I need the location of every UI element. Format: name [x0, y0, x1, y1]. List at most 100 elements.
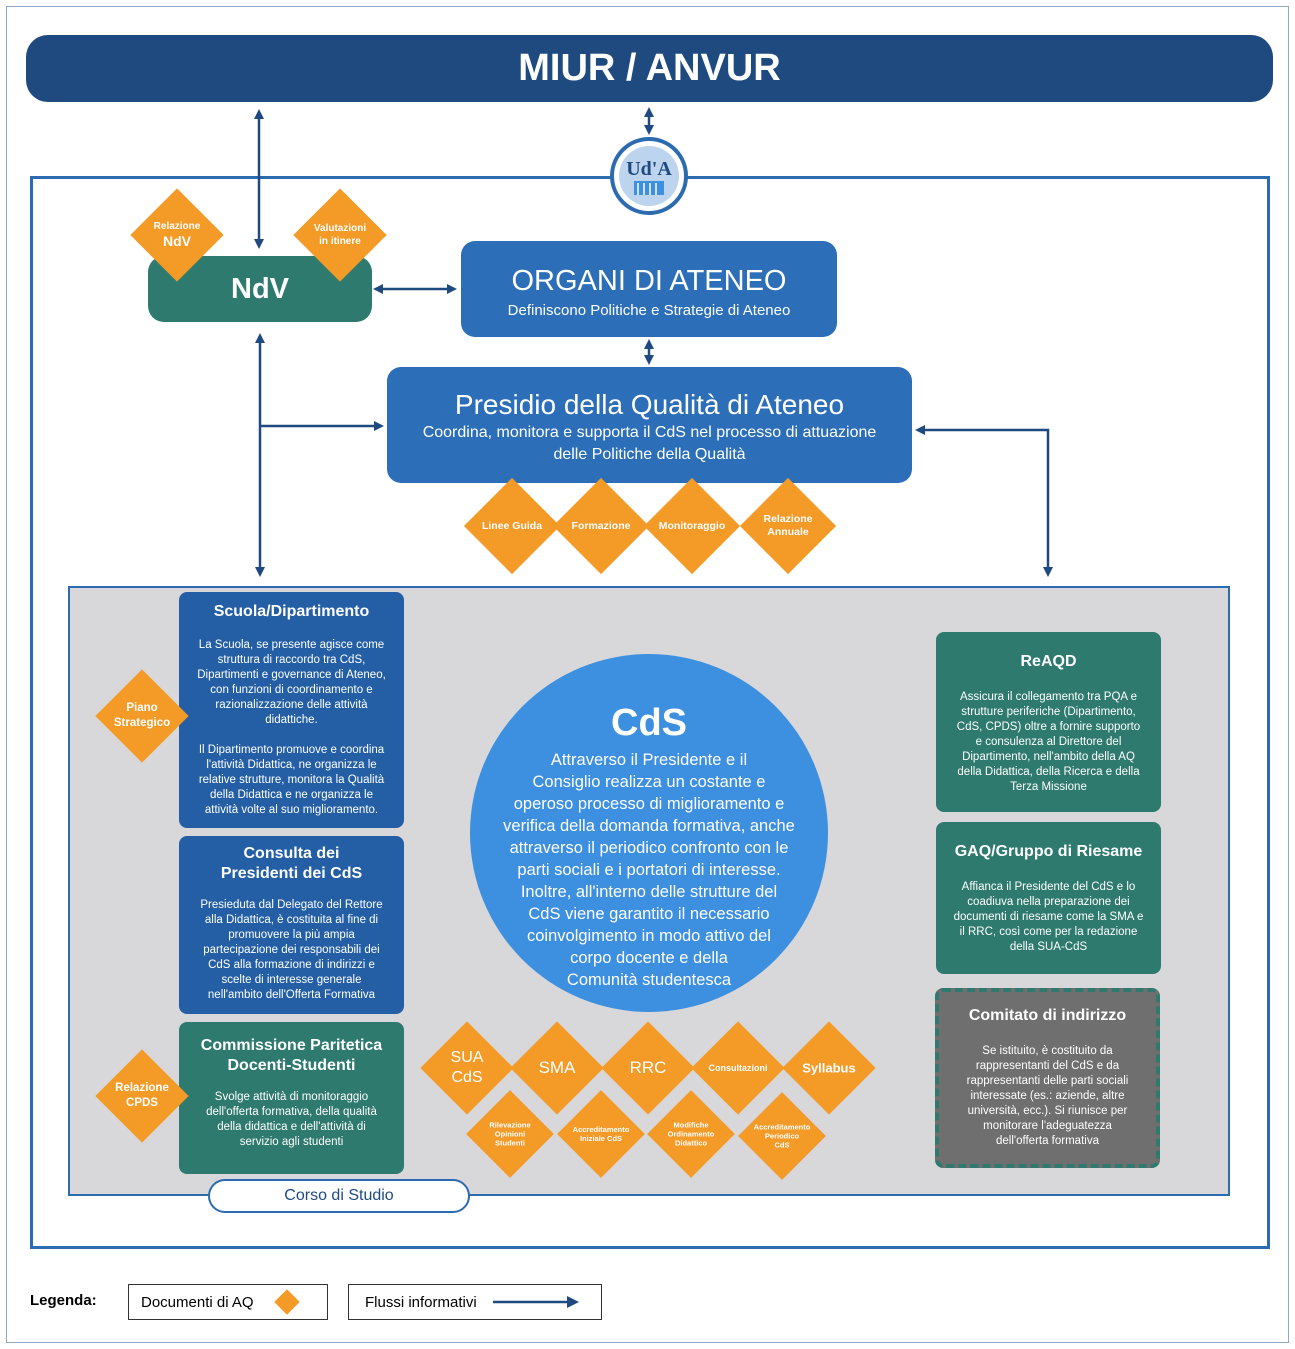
- arrow-presidio-reaqd: [915, 425, 1053, 577]
- gaq-box: GAQ/Gruppo di Riesame Affianca il Presid…: [936, 822, 1161, 974]
- doc-label-1: Accreditamento: [572, 1125, 630, 1134]
- cds-line: operoso processo di miglioramento e: [513, 795, 785, 813]
- scuola-line: relative strutture, monitora la Qualità: [198, 774, 385, 786]
- cds-line: Consiglio realizza un costante e: [532, 773, 766, 791]
- reaqd-line: Assicura il collegamento tra PQA e: [959, 691, 1138, 703]
- presidio-subtitle-1: Coordina, monitora e supporta il CdS nel…: [422, 424, 877, 441]
- scuola-line: Dipartimenti e governance di Ateneo,: [197, 669, 386, 681]
- consulta-line: promuovere la più ampia: [228, 929, 355, 941]
- cds-line: CdS viene garantito il necessario: [528, 905, 770, 923]
- doc-label-1: Modifiche: [673, 1120, 709, 1130]
- uda-logo-mark: Ud'A: [619, 146, 679, 206]
- doc-label-2: Opinioni: [494, 1129, 526, 1139]
- presidio-title: Presidio della Qualità di Ateneo: [454, 389, 845, 420]
- consulta-presidenti-box: Consulta dei Presidenti dei CdS Presiedu…: [179, 836, 404, 1014]
- ndv-title: NdV: [231, 272, 289, 305]
- doc-label-1: Relazione: [763, 513, 813, 525]
- cds-line: Inoltre, all'interno delle strutture del: [520, 883, 778, 901]
- doc-label-2: Ordinamento: [667, 1129, 715, 1139]
- comitato-title: Comitato di indirizzo: [968, 1007, 1127, 1024]
- cds-line: verifica della domanda formativa, anche: [503, 817, 795, 835]
- doc-label-1: RRC: [629, 1058, 667, 1077]
- doc-label-1: Valutazioni: [313, 223, 367, 234]
- cds-line: coinvolgimento in modo attivo del: [527, 927, 771, 945]
- consulta-line: nell'ambito dell'Offerta Formativa: [207, 989, 376, 1001]
- miur-anvur-banner: MIUR / ANVUR: [26, 35, 1273, 102]
- cds-line: corpo docente e della: [570, 949, 728, 967]
- scuola-line: struttura di raccordo tra CdS,: [217, 654, 366, 666]
- commissione-title-1: Commissione Paritetica: [200, 1037, 383, 1054]
- doc-label-3: CdS: [774, 1140, 790, 1150]
- reaqd-line: e consulenza al Direttore del: [975, 736, 1122, 748]
- cds-line: parti sociali e i portatori di interesse…: [517, 861, 781, 879]
- doc-label-1: Piano: [126, 702, 158, 714]
- page-frame: [6, 6, 1289, 1343]
- comitato-line: rappresentanti delle parti sociali: [966, 1075, 1129, 1087]
- scuola-dipartimento-box: Scuola/Dipartimento La Scuola, se presen…: [179, 592, 404, 828]
- scuola-line: didattiche.: [265, 714, 318, 726]
- legend-flows-label: Flussi informativi: [365, 1293, 477, 1311]
- commissione-line: dell'offerta formativa, della qualità: [206, 1106, 377, 1118]
- uda-logo: Ud'A: [610, 137, 688, 215]
- commissione-paritetica-box: Commissione Paritetica Docenti-Studenti …: [179, 1022, 404, 1174]
- gaq-line: documenti di riesame come la SMA e: [953, 911, 1144, 923]
- presidio-box: Presidio della Qualità di Ateneo Coordin…: [387, 367, 912, 483]
- arrow-right-icon: [492, 1296, 579, 1308]
- reaqd-title: ReAQD: [1020, 653, 1077, 670]
- orange-diamond-icon: [273, 1289, 300, 1315]
- reaqd-line: strutture periferiche (Dipartimento,: [961, 706, 1136, 718]
- legend-documents: Documenti di AQ: [128, 1284, 328, 1320]
- doc-label-2: NdV: [163, 233, 191, 249]
- consulta-line: CdS alla formazione di indirizzi e: [208, 959, 375, 971]
- doc-label-1: Accreditamento: [753, 1122, 811, 1132]
- cds-line: Attraverso il Presidente e il: [550, 751, 748, 769]
- consulta-line: Presieduta dal Delegato del Rettore: [200, 899, 383, 911]
- doc-label-1: SMA: [538, 1058, 576, 1077]
- comitato-line: dell'offerta formativa: [996, 1135, 1099, 1147]
- scuola-line: La Scuola, se presente agisce come: [198, 639, 385, 651]
- gaq-line: coadiuva nella preparazione dei: [967, 896, 1130, 908]
- organi-box: ORGANI DI ATENEO Definiscono Politiche e…: [461, 241, 837, 337]
- doc-label-1: Monitoraggio: [658, 520, 726, 532]
- scuola-line: della Didattica e ne organizza le: [209, 789, 374, 801]
- doc-label-1: Relazione: [153, 221, 201, 232]
- cds-title: CdS: [611, 702, 687, 744]
- doc-label-1: Formazione: [571, 520, 631, 532]
- consulta-title-2: Presidenti dei CdS: [220, 865, 363, 882]
- logo-text: Ud'A: [626, 158, 672, 180]
- gaq-line: il RRC, così come per la redazione: [959, 926, 1138, 938]
- doc-label-2: CdS: [451, 1069, 483, 1086]
- reaqd-line: Dipartimento, nell'ambito della AQ: [962, 751, 1135, 763]
- cds-line: attraverso il periodico confronto con le: [509, 839, 789, 857]
- doc-label-2: Strategico: [113, 717, 171, 729]
- organi-title: ORGANI DI ATENEO: [511, 265, 787, 297]
- consulta-line: partecipazione dei responsabili dei: [203, 944, 380, 956]
- gaq-line: della SUA-CdS: [1009, 941, 1088, 953]
- doc-label-3: Studenti: [494, 1138, 525, 1148]
- doc-label-2: CPDS: [126, 1097, 158, 1109]
- consulta-line: scelte di interesse generale: [221, 974, 362, 986]
- doc-label-1: Relazione: [115, 1082, 169, 1094]
- corso-label: Corso di Studio: [284, 1187, 394, 1204]
- gaq-title: GAQ/Gruppo di Riesame: [954, 843, 1143, 860]
- reaqd-line: della Didattica, della Ricerca e della: [957, 766, 1140, 778]
- scuola-title: Scuola/Dipartimento: [213, 603, 370, 620]
- comitato-line: interessate (es.: aziende, altre: [970, 1090, 1125, 1102]
- legend-title: Legenda:: [30, 1292, 97, 1309]
- doc-label-1: SUA: [450, 1049, 484, 1066]
- doc-label-2: Iniziale CdS: [579, 1134, 623, 1143]
- cds-circle: CdS Attraverso il Presidente e il Consig…: [470, 654, 828, 1012]
- comitato-indirizzo-box: Comitato di indirizzo Se istituito, è co…: [935, 988, 1160, 1168]
- commissione-line: Svolge attività di monitoraggio: [214, 1091, 369, 1103]
- miur-anvur-title: MIUR / ANVUR: [518, 47, 781, 89]
- doc-label-3: Didattico: [674, 1138, 708, 1148]
- consulta-title-1: Consulta dei: [243, 845, 340, 862]
- legend-flows: Flussi informativi: [348, 1284, 602, 1320]
- scuola-line: con funzioni di coordinamento e: [210, 684, 373, 696]
- corso-di-studio-label: Corso di Studio: [208, 1179, 470, 1213]
- legend-documents-label: Documenti di AQ: [141, 1293, 254, 1311]
- scuola-line: attività volte al suo miglioramento.: [204, 804, 379, 816]
- comitato-line: università, ecc.). Si riunisce per: [967, 1105, 1128, 1117]
- comitato-line: monitorare l'adeguatezza: [983, 1120, 1112, 1132]
- doc-label-1: Syllabus: [802, 1060, 856, 1076]
